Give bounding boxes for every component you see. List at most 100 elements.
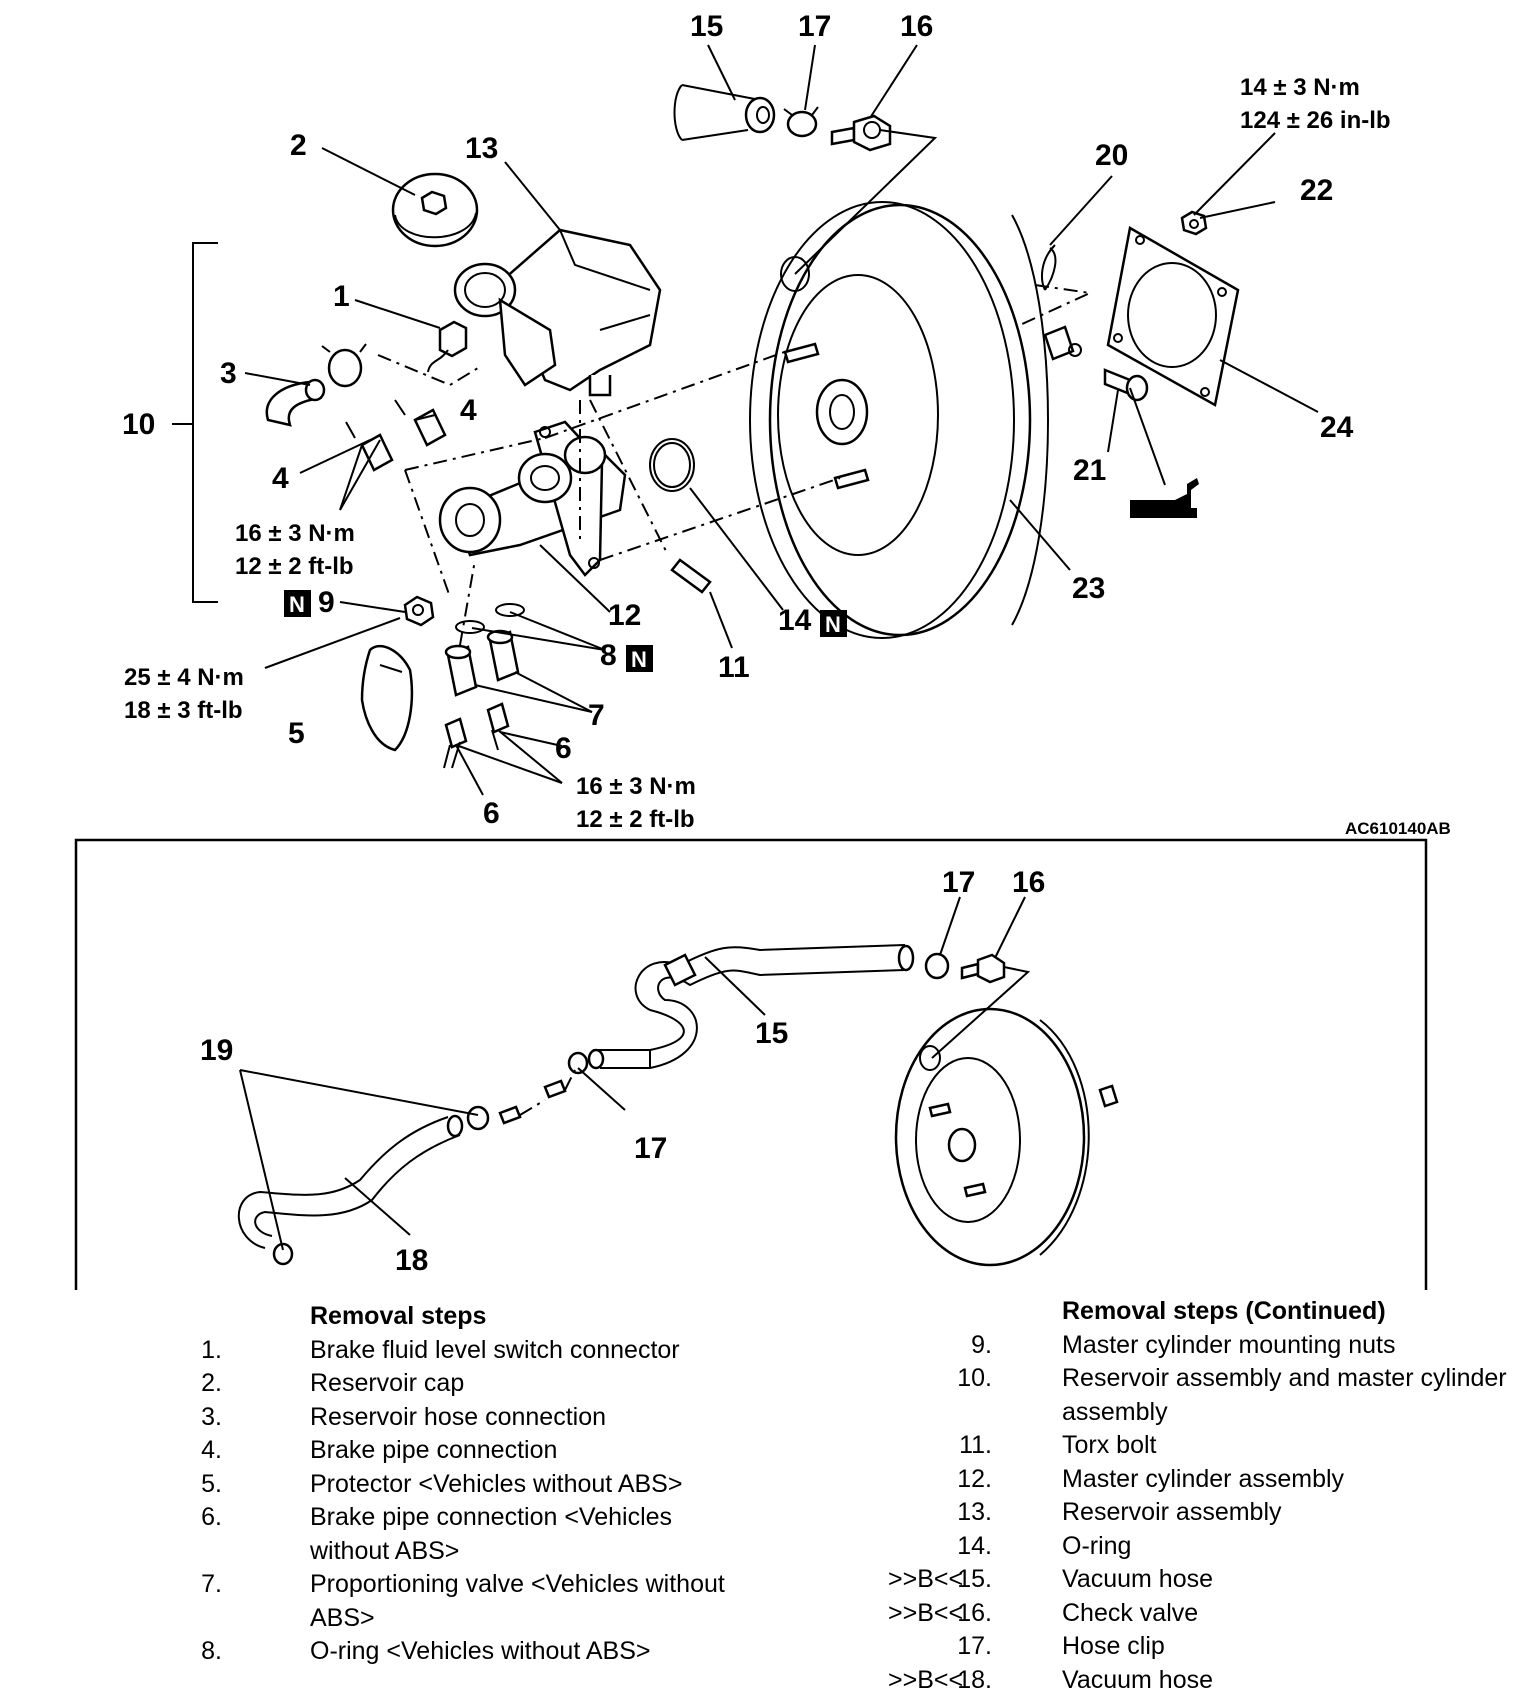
- step-number: 16.: [957, 1598, 992, 1627]
- torque-22-nm: 14 ± 3 N·m: [1240, 74, 1360, 101]
- master-cylinder-nut: [403, 595, 435, 627]
- protector: [360, 644, 414, 752]
- callout-12: 12: [608, 599, 641, 632]
- removal-steps-list: Removal steps 1. Brake fluid level switch…: [201, 1300, 750, 1669]
- step-number: 17.: [957, 1632, 992, 1660]
- torque-22-inlb: 124 ± 26 in-lb: [1240, 107, 1391, 134]
- inset-vacuum-hose-18: [237, 1114, 464, 1249]
- vacuum-hose-top: [673, 84, 776, 141]
- hose-clip-top: [783, 106, 819, 138]
- inset-frame: [74, 838, 1428, 1290]
- removal-step: 1. Brake fluid level switch connector: [201, 1334, 750, 1368]
- inset-callout-17b: 17: [634, 1132, 667, 1165]
- valve-o-rings: [455, 603, 525, 634]
- torque-4-nm: 16 ± 3 N·m: [235, 520, 355, 547]
- torque-6-ftlb: 12 ± 2 ft-lb: [576, 806, 695, 833]
- step-text: Master cylinder assembly: [1062, 1464, 1345, 1493]
- removal-step: 5.Protector <Vehicles without ABS>: [201, 1468, 750, 1502]
- step-text: Reservoir hose connection: [310, 1402, 606, 1431]
- removal-step: 17.Hose clip: [957, 1630, 1520, 1664]
- callout-24: 24: [1320, 411, 1354, 444]
- step-number: 13.: [957, 1498, 992, 1526]
- step-text: Master cylinder mounting nuts: [1062, 1330, 1396, 1359]
- reservoir-assembly: [453, 228, 662, 397]
- reservoir-hose: [265, 343, 367, 427]
- step-number: 10.: [957, 1364, 992, 1392]
- inset-callout-18: 18: [395, 1244, 428, 1277]
- figure-id: AC610140AB: [1345, 819, 1451, 838]
- step-reference-mark: >>B<<: [888, 1665, 964, 1694]
- torque-9-ftlb: 18 ± 3 ft-lb: [124, 697, 243, 724]
- removal-step: 4.Brake pipe connection: [201, 1434, 750, 1468]
- step-text: Vacuum hose: [1062, 1665, 1214, 1694]
- new-part-mark-8: N: [631, 647, 647, 672]
- callouts: 15 17 16 2 13 20 22 1 3 10 4 4 24 21 23 …: [122, 10, 1354, 830]
- callout-4b: 4: [272, 462, 289, 495]
- removal-step: >>B<<16.Check valve: [888, 1597, 1520, 1631]
- torque-4-ftlb: 12 ± 2 ft-lb: [235, 553, 354, 580]
- step-text: Vacuum hose: [1062, 1565, 1214, 1593]
- removal-steps-heading: Removal steps: [310, 1302, 487, 1330]
- step-number: 5.: [201, 1469, 222, 1498]
- callout-23: 23: [1072, 572, 1105, 605]
- removal-step: 14.O-ring: [957, 1530, 1520, 1564]
- callout-7: 7: [588, 699, 605, 732]
- removal-step: 12. Master cylinder assembly: [957, 1463, 1520, 1497]
- booster-gasket: [1106, 226, 1240, 407]
- step-text: Reservoir assembly and master cylinder a…: [1062, 1364, 1507, 1426]
- master-cylinder: [438, 420, 627, 577]
- callout-14: 14: [778, 604, 812, 637]
- brake-booster-exploded-diagram: 15 17 16 2 13 20 22 1 3 10 4 4 24 21 23 …: [74, 10, 1451, 1290]
- removal-step: >>B<<15.Vacuum hose: [888, 1563, 1520, 1597]
- removal-step: 11. Torx bolt: [959, 1429, 1520, 1463]
- step-number: 7.: [201, 1570, 222, 1598]
- new-part-mark-9: N: [289, 592, 305, 617]
- removal-step: 6.Brake pipe connection <Vehicles withou…: [201, 1501, 750, 1568]
- step-text: O-ring <Vehicles without ABS>: [310, 1637, 651, 1665]
- removal-step: 9.Master cylinder mounting nuts: [971, 1329, 1520, 1363]
- step-number: 12.: [957, 1464, 992, 1493]
- step-reference-mark: >>B<<: [888, 1565, 964, 1593]
- removal-step: 3.Reservoir hose connection: [201, 1401, 750, 1435]
- assembly-bracket-10: [172, 242, 218, 603]
- torque-specs: 14 ± 3 N·m 124 ± 26 in-lb 16 ± 3 N·m 12 …: [124, 74, 1391, 833]
- clevis-pin: [1103, 368, 1149, 402]
- callout-11: 11: [718, 651, 750, 684]
- step-text: Proportioning valve <Vehicles without AB…: [310, 1570, 725, 1632]
- inset-check-valve: [498, 953, 1006, 1125]
- step-number: 11.: [959, 1431, 992, 1459]
- removal-steps-continued-heading: Removal steps (Continued): [1062, 1297, 1386, 1325]
- step-text: Brake fluid level switch connector: [310, 1335, 680, 1364]
- callout-10: 10: [122, 408, 155, 441]
- check-valve-top: [830, 114, 892, 152]
- inset-leader-lines: [239, 896, 1026, 1251]
- step-number: 18.: [957, 1665, 992, 1694]
- callout-13: 13: [465, 132, 498, 165]
- new-part-markers: N N N: [284, 590, 847, 672]
- callout-22: 22: [1300, 174, 1333, 207]
- callout-15: 15: [690, 10, 723, 43]
- step-number: 14.: [957, 1531, 992, 1560]
- callout-1: 1: [333, 280, 350, 313]
- inset-hose-clips: [272, 952, 950, 1266]
- brake-booster: [749, 201, 1082, 639]
- inset-vacuum-hose-15: [587, 944, 915, 1070]
- grease-icon: [1130, 478, 1199, 518]
- pipe-connections: [443, 702, 510, 769]
- step-text: Torx bolt: [1062, 1431, 1157, 1459]
- step-text: Check valve: [1062, 1598, 1199, 1627]
- snap-pin: [1041, 244, 1057, 291]
- removal-step: 7. Proportioning valve <Vehicles without …: [201, 1568, 750, 1635]
- new-part-mark-14: N: [825, 612, 841, 637]
- step-text: Reservoir assembly: [1062, 1498, 1282, 1526]
- inset-callout-15: 15: [755, 1017, 788, 1050]
- callout-8: 8: [600, 639, 617, 672]
- removal-step: >>B<<18. Vacuum hose: [888, 1664, 1520, 1698]
- torque-6-nm: 16 ± 3 N·m: [576, 773, 696, 800]
- callout-17: 17: [798, 10, 831, 43]
- step-number: 8.: [201, 1637, 222, 1665]
- callout-5: 5: [288, 717, 305, 750]
- callout-16: 16: [900, 10, 933, 43]
- removal-steps-continued-list: Removal steps (Continued) 9.Master cylin…: [888, 1295, 1520, 1698]
- step-number: 1.: [201, 1335, 222, 1364]
